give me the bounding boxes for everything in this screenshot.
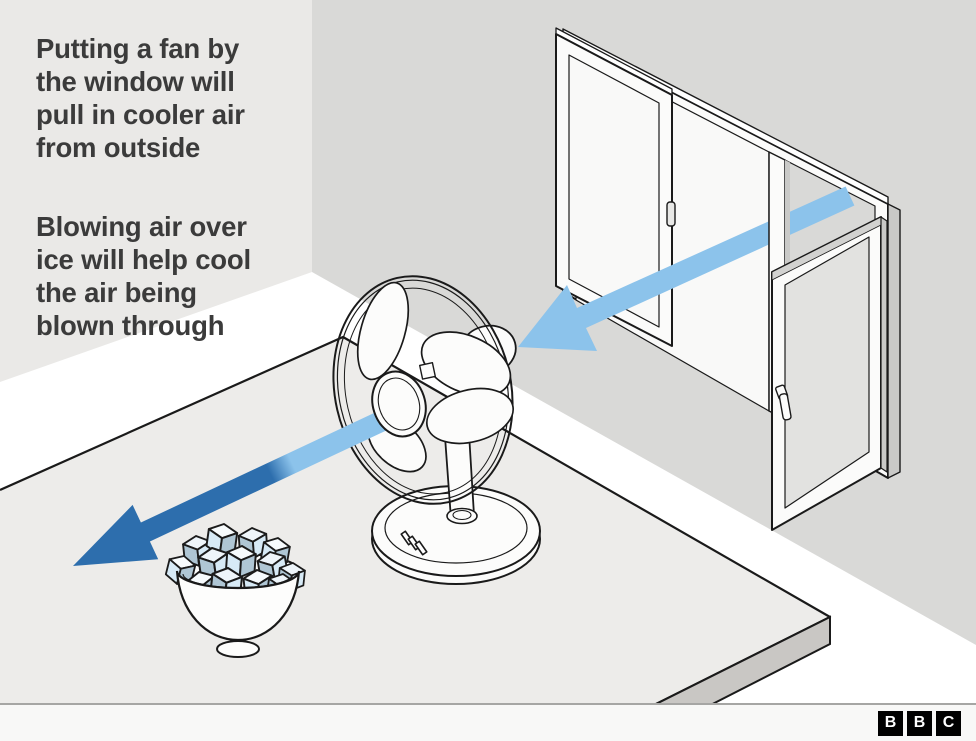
cooled-air-outflow-arrow	[73, 409, 391, 566]
fan-base-buttons	[400, 530, 428, 556]
annotation-line: from outside	[36, 132, 201, 163]
fan-hub	[371, 370, 427, 438]
closed-pane-handle	[666, 201, 676, 227]
window-open-pane	[771, 216, 888, 531]
annotation-line: ice will help cool	[36, 244, 251, 275]
annotation-line: Blowing air over	[36, 211, 247, 242]
annotation-line: Putting a fan by	[36, 33, 240, 64]
fan-hub-mount	[418, 361, 437, 380]
bbc-logo-letter-box: B	[907, 710, 932, 736]
window-closed-pane	[555, 27, 676, 347]
fan-base	[371, 485, 541, 585]
annotation-paragraph-1: Putting a fan by the window will pull in…	[36, 32, 326, 164]
ice-bowl-illustration	[163, 521, 307, 658]
annotation-line: pull in cooler air	[36, 99, 245, 130]
left-wall	[0, 0, 312, 382]
footer-bar: B B C	[0, 703, 976, 741]
annotation-line: blown through	[36, 310, 225, 341]
annotation-text: Putting a fan by the window will pull in…	[36, 32, 326, 342]
bbc-logo-letter-box: B	[878, 710, 903, 736]
annotation-paragraph-2: Blowing air over ice will help cool the …	[36, 210, 326, 342]
bbc-logo: B B C	[878, 710, 961, 736]
bowl-inner-rim-line	[182, 573, 294, 589]
bbc-logo-letter-box: C	[936, 710, 961, 736]
bowl-foot	[216, 640, 260, 658]
window-illustration	[518, 27, 901, 531]
open-pane-handle	[778, 393, 792, 421]
fan-illustration	[73, 275, 541, 585]
annotation-line: the air being	[36, 277, 197, 308]
window-frame-right-edge	[887, 203, 901, 479]
annotation-line: the window will	[36, 66, 235, 97]
